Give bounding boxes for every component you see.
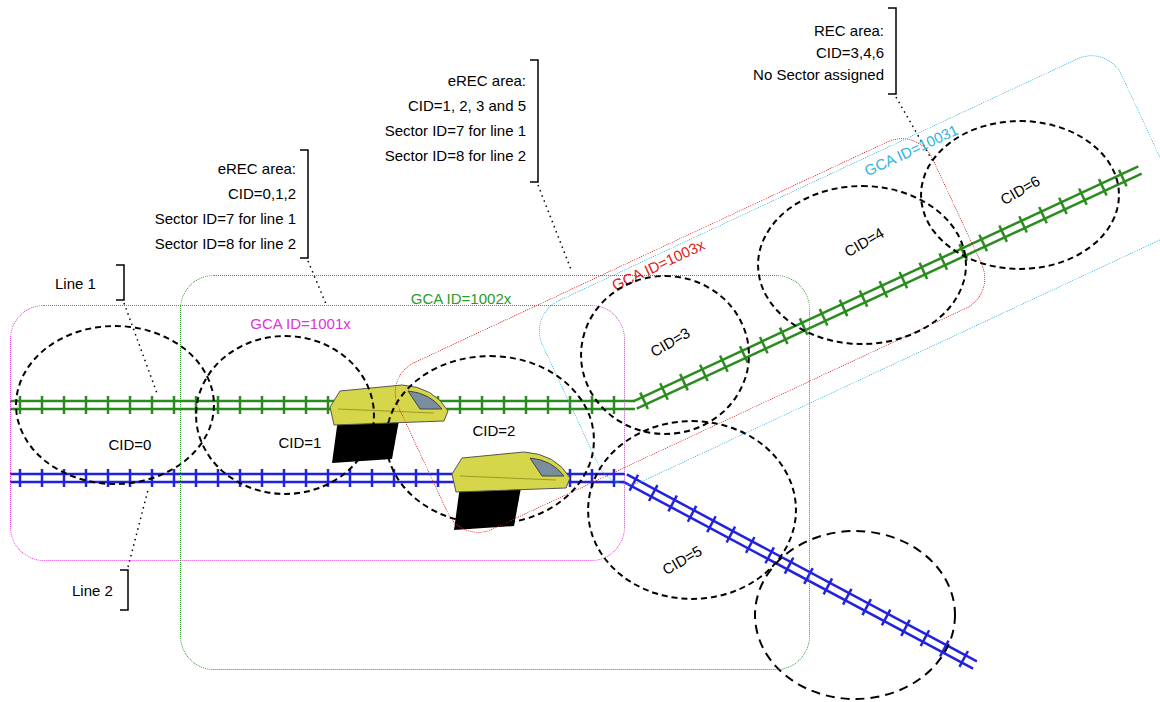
track-tie <box>129 396 132 414</box>
track-tie <box>393 469 396 487</box>
cell-ellipse: CID=2 <box>385 355 595 525</box>
cell-ellipse: CID=5 <box>587 420 797 600</box>
area-label: GCA ID=10031 <box>862 121 961 179</box>
leader-lines <box>124 97 932 567</box>
cell-label: CID=1 <box>279 434 322 451</box>
track-tie <box>41 396 44 414</box>
callout-text: Sector ID=8 for line 2 <box>155 235 296 252</box>
callout-text: eREC area: <box>218 160 296 177</box>
cell-label: CID=6 <box>997 172 1043 208</box>
track-tie <box>569 396 572 414</box>
rail <box>10 400 635 403</box>
callout-text: Sector ID=7 for line 1 <box>155 210 296 227</box>
rail <box>637 174 1142 409</box>
track-tie <box>371 469 374 487</box>
track-tie <box>525 396 528 414</box>
cell-ellipse: CID=0 <box>15 325 215 485</box>
track-tie <box>283 469 286 487</box>
track-tie <box>305 396 308 414</box>
callout-text: CID=0,1,2 <box>228 185 296 202</box>
callout-text: eREC area: <box>448 72 526 89</box>
track-tie <box>481 396 484 414</box>
cell-label: CID=2 <box>473 422 516 439</box>
track-tie <box>261 469 264 487</box>
track-tie <box>173 469 176 487</box>
track-tie <box>459 396 462 414</box>
track-tie <box>195 469 198 487</box>
track-tie <box>437 469 440 487</box>
cell-ellipse <box>755 531 955 699</box>
track-tie <box>107 396 110 414</box>
track-tie <box>591 469 594 487</box>
leader-line <box>308 261 326 304</box>
track-tie <box>19 396 22 414</box>
track-tie <box>63 469 66 487</box>
track-tie <box>327 396 330 414</box>
bracket <box>116 265 124 300</box>
track-tie <box>327 469 330 487</box>
rail <box>10 408 635 411</box>
callout-text: REC area: <box>814 22 884 39</box>
callout-text: No Sector assigned <box>753 66 884 83</box>
cell-ellipse: CID=6 <box>920 120 1120 270</box>
bracket <box>300 150 308 258</box>
track-tie <box>503 396 506 414</box>
track-tie <box>261 396 264 414</box>
bracket <box>530 60 538 182</box>
track-tie <box>63 396 66 414</box>
area-label: GCA ID=1003x <box>609 235 707 293</box>
track-tie <box>239 469 242 487</box>
track-tie <box>85 469 88 487</box>
track-tie <box>217 396 220 414</box>
cell-label: CID=5 <box>659 542 705 578</box>
track-tie <box>151 396 154 414</box>
line-label: Line 1 <box>55 275 96 292</box>
track-tie <box>129 469 132 487</box>
cell-ellipse: CID=1 <box>195 335 375 495</box>
track-layer <box>10 166 1142 668</box>
rail <box>627 474 977 661</box>
track-tie <box>217 469 220 487</box>
leader-line <box>124 303 158 396</box>
callout-text: Sector ID=8 for line 2 <box>385 147 526 164</box>
bracket <box>888 8 896 94</box>
track-tie <box>283 396 286 414</box>
leader-line <box>538 185 572 272</box>
leader-line <box>128 490 148 567</box>
train <box>452 452 570 530</box>
cell-ellipse: CID=4 <box>757 185 967 345</box>
cell-label: CID=3 <box>647 324 693 360</box>
line-label: Line 2 <box>72 582 113 599</box>
area-label: GCA ID=1001x <box>250 315 350 332</box>
rail <box>623 482 973 669</box>
callout-brackets <box>116 8 896 610</box>
track-tie <box>547 396 550 414</box>
track-tie <box>239 396 242 414</box>
track-tie <box>591 396 594 414</box>
track-tie <box>613 396 616 414</box>
track-tie <box>151 469 154 487</box>
gca-area: GCA ID=1001x <box>10 305 625 561</box>
callout-text: CID=1, 2, 3 and 5 <box>408 97 526 114</box>
cell-label: CID=4 <box>841 224 887 260</box>
cell-ellipse: CID=3 <box>580 275 750 435</box>
track-tie <box>349 469 352 487</box>
gca-area: GCA ID=1002x <box>180 275 810 670</box>
track-tie <box>613 469 616 487</box>
track-tie <box>19 469 22 487</box>
track-tie <box>173 396 176 414</box>
callout-text: CID=3,4,6 <box>816 44 884 61</box>
train <box>330 385 448 463</box>
gca-area: GCA ID=10031 <box>528 44 1160 496</box>
rail <box>633 166 1138 401</box>
track-tie <box>85 396 88 414</box>
cell-label: CID=0 <box>109 436 152 453</box>
callout-text: Sector ID=7 for line 1 <box>385 122 526 139</box>
area-label: GCA ID=1002x <box>411 289 511 306</box>
track-tie <box>305 469 308 487</box>
bracket <box>120 570 128 610</box>
track-tie <box>41 469 44 487</box>
track-tie <box>415 469 418 487</box>
